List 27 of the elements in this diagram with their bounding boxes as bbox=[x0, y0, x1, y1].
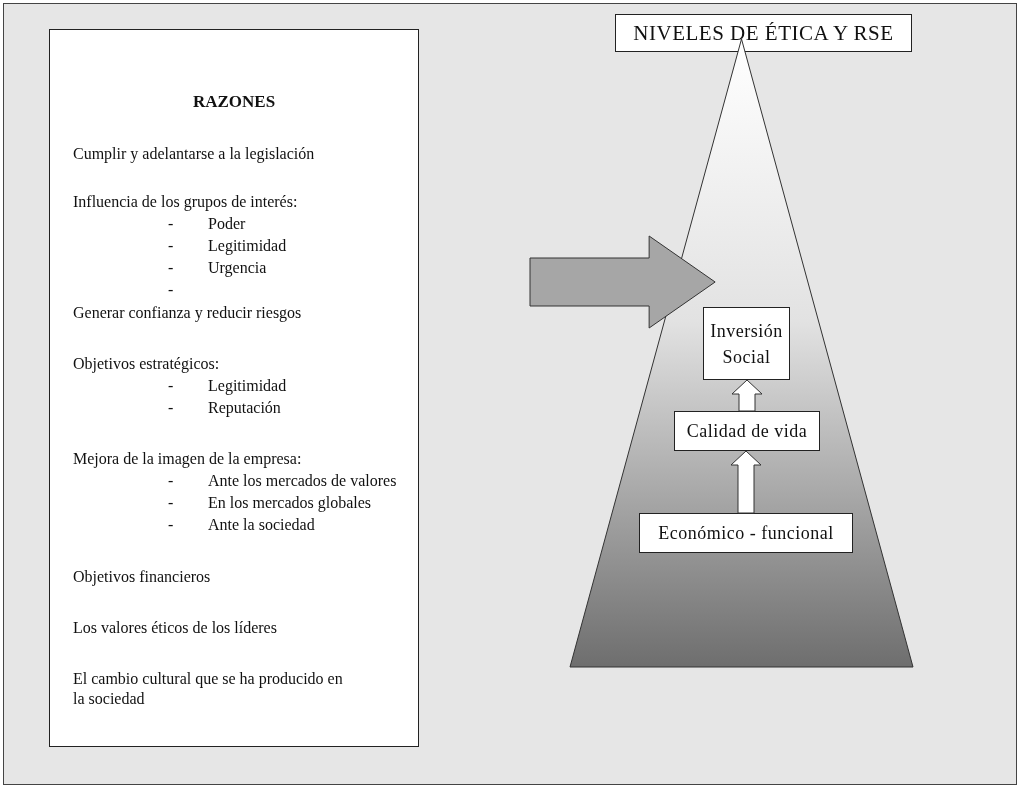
block-arrow bbox=[731, 379, 763, 412]
list-item: - bbox=[168, 280, 174, 300]
list-item: - En los mercados globales bbox=[168, 493, 372, 513]
level-label: Inversión Social bbox=[709, 319, 784, 369]
list-item: Cumplir y adelantarse a la legislación bbox=[73, 144, 315, 164]
list-item: El cambio cultural que se ha producido en la sociedad bbox=[73, 669, 344, 709]
list-item: Objetivos estratégicos: bbox=[73, 354, 220, 374]
list-item: Influencia de los grupos de interés: bbox=[73, 192, 298, 212]
level-label: Económico - funcional bbox=[657, 522, 835, 545]
list-item: - Legitimidad bbox=[168, 236, 287, 256]
block-arrow bbox=[730, 450, 762, 514]
list-item: - Ante la sociedad bbox=[168, 515, 315, 535]
list-item: - Poder bbox=[168, 214, 246, 234]
block-arrow bbox=[529, 235, 716, 329]
list-item: Generar confianza y reducir riesgos bbox=[73, 303, 302, 323]
level-label: Calidad de vida bbox=[685, 420, 809, 443]
title-label: NIVELES DE ÉTICA Y RSE bbox=[632, 20, 895, 46]
list-item: - Urgencia bbox=[168, 258, 267, 278]
list-item: Objetivos financieros bbox=[73, 567, 211, 587]
pyramid-triangle bbox=[570, 39, 913, 667]
list-item: Los valores éticos de los líderes bbox=[73, 618, 277, 638]
list-item: Mejora de la imagen de la empresa: bbox=[73, 449, 302, 469]
panel-heading: RAZONES bbox=[191, 92, 277, 112]
list-item: - Reputación bbox=[168, 398, 281, 418]
list-item: - Legitimidad bbox=[168, 376, 287, 396]
list-item: - Ante los mercados de valores bbox=[168, 471, 397, 491]
reasons-panel bbox=[49, 29, 419, 747]
